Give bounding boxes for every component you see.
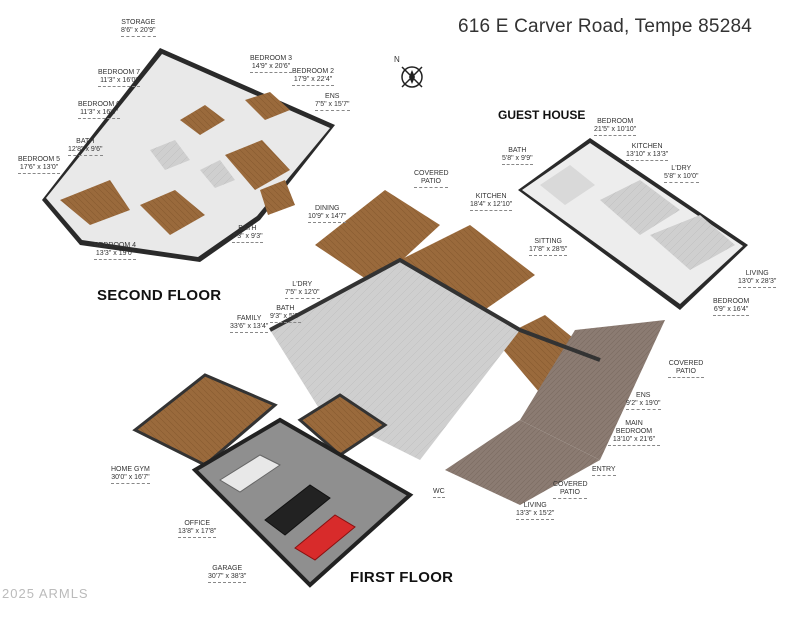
- guest-house-title: GUEST HOUSE: [498, 108, 586, 122]
- compass-north-label: N: [394, 55, 400, 64]
- second-floor-title: SECOND FLOOR: [97, 287, 222, 304]
- car-black: [264, 484, 331, 536]
- room-wc: WC: [433, 488, 445, 498]
- room-covered-patio-2: COVERED PATIO: [668, 360, 704, 378]
- room-covered-patio-3: COVERED PATIO: [553, 481, 588, 499]
- property-address: 616 E Carver Road, Tempe 85284: [458, 16, 752, 37]
- room-covered-patio-1: COVERED PATIO: [414, 170, 449, 188]
- first-floor-title: FIRST FLOOR: [350, 569, 454, 586]
- car-white: [219, 454, 281, 493]
- first-floor-plan: [132, 190, 665, 588]
- compass-icon: [401, 66, 423, 88]
- car-red: [294, 514, 356, 561]
- second-floor-plan: [42, 48, 335, 262]
- watermark: 2025 ARMLS: [2, 586, 89, 601]
- guest-house-plan: [518, 138, 748, 310]
- room-entry: ENTRY: [592, 466, 616, 476]
